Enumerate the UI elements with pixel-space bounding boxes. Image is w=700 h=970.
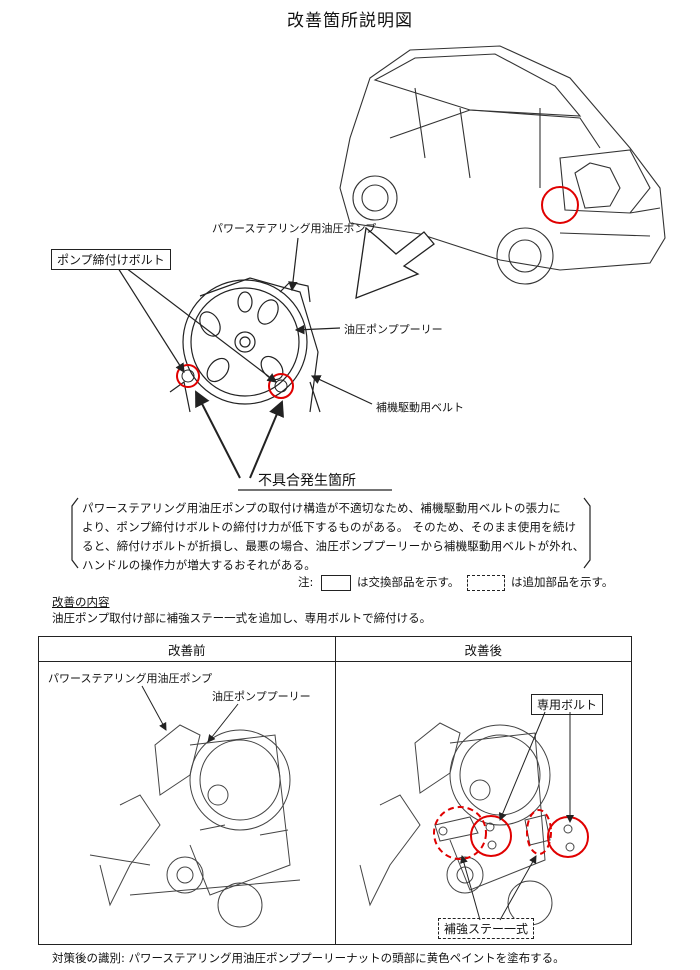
improvement-heading: 改善の内容 xyxy=(52,595,110,609)
description-line: ハンドルの操作力が増大するおそれがある。 xyxy=(82,558,316,572)
replace-part-text: は交換部品を示す。 xyxy=(357,575,460,589)
bolt-callout-box: ポンプ締付けボルト xyxy=(51,249,171,270)
issue-location-label: 不具合発生箇所 xyxy=(258,473,356,489)
description-line: ると、締付けボルトが折損し、最悪の場合、油圧ポンププーリーから補機駆動用ベルトが… xyxy=(82,539,585,553)
reinforcement-stay-label: 補強ステー一式 xyxy=(438,918,535,939)
belt-label: 補機駆動用ベルト xyxy=(376,401,464,414)
problem-description: パワーステアリング用油圧ポンプの取付け構造が不適切なため、補機駆動用ベルトの張力… xyxy=(82,499,584,575)
after-illustration xyxy=(359,722,589,926)
pump-detail-illustration xyxy=(169,277,321,413)
car-illustration xyxy=(339,45,666,285)
legend-note: 注: は交換部品を示す。 は追加部品を示す。 xyxy=(298,574,613,591)
before-cell xyxy=(38,661,336,945)
before-pump-label: パワーステアリング用油圧ポンプ xyxy=(48,672,213,685)
note-prefix: 注: xyxy=(298,575,314,589)
after-header: 改善後 xyxy=(334,636,632,662)
added-part-swatch xyxy=(467,574,506,591)
improvement-body: 油圧ポンプ取付け部に補強ステー一式を追加し、専用ボルトで締付ける。 xyxy=(52,611,432,625)
before-pulley-label: 油圧ポンププーリー xyxy=(212,690,311,703)
dedicated-bolt-label: 専用ボルト xyxy=(531,694,604,715)
pointer-arrow xyxy=(355,226,435,300)
page-title: 改善箇所説明図 xyxy=(287,11,413,31)
replace-part-swatch xyxy=(321,574,352,591)
description-line: より、ポンプ締付けボルトの締付け力が低下するものがある。 そのため、そのまま使用… xyxy=(82,520,577,534)
before-illustration xyxy=(89,724,301,928)
pump-label: パワーステアリング用油圧ポンプ xyxy=(212,222,377,235)
pulley-label: 油圧ポンププーリー xyxy=(344,323,443,336)
description-line: パワーステアリング用油圧ポンプの取付け構造が不適切なため、補機駆動用ベルトの張力… xyxy=(82,501,561,515)
added-part-text: は追加部品を示す。 xyxy=(511,575,614,589)
identification-note: 対策後の識別: パワーステアリング用油圧ポンププーリーナットの頭部に黄色ペイント… xyxy=(52,951,565,965)
